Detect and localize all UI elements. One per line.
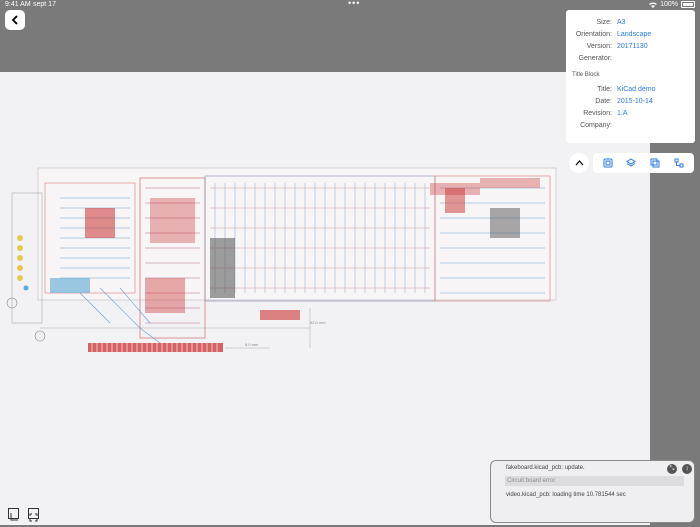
date-label: Date: (595, 98, 612, 105)
status-bar: 9:41 AM sept 17 ••• 100% (5, 0, 695, 11)
title-block-heading: Title Block (572, 72, 600, 78)
layers-button[interactable] (621, 153, 641, 173)
wifi-icon (649, 2, 658, 8)
version-value[interactable]: 20171130 (617, 43, 648, 50)
select-area-button[interactable] (8, 508, 19, 521)
console-scroll-button[interactable]: ↕ (682, 464, 692, 474)
copy-icon (650, 158, 660, 168)
dimension-label: 92.0 mm (310, 320, 326, 325)
fullscreen-icon (29, 513, 38, 522)
back-button[interactable] (5, 10, 25, 30)
fit-view-button[interactable] (28, 508, 39, 522)
multitask-dots-icon[interactable]: ••• (348, 0, 361, 8)
dimension-lines (40, 308, 311, 349)
battery-percent: 100% (660, 1, 678, 8)
version-label: Version: (586, 43, 612, 50)
console-line: fakeboard.kicad_pcb: update. (506, 465, 585, 471)
console-line: video.kicad_pcb: loading time 10.781544 … (506, 492, 626, 498)
board-view-button[interactable] (598, 153, 618, 173)
status-date: sept 17 (33, 1, 56, 8)
orientation-value[interactable]: Landscape (617, 31, 652, 38)
hierarchy-icon (674, 158, 684, 168)
chevron-up-icon (575, 160, 583, 166)
status-time: 9:41 AM (5, 1, 31, 8)
title-label: Title: (597, 86, 612, 93)
resize-icon: ⤡ (669, 465, 675, 472)
size-label: Size: (596, 19, 612, 26)
battery-icon (681, 1, 695, 8)
title-value[interactable]: KiCad demo (617, 86, 656, 93)
right-margin (650, 72, 700, 525)
pcb-components (50, 178, 540, 320)
view-options-group (593, 153, 694, 173)
date-value[interactable]: 2015-10-14 (617, 98, 653, 105)
orientation-label: Orientation: (575, 31, 612, 38)
board-icon (603, 158, 613, 168)
console-panel: fakeboard.kicad_pcb: update. Circuit boa… (490, 460, 695, 523)
revision-value[interactable]: 1.A (617, 110, 628, 117)
left-pins (6, 235, 46, 342)
scroll-icon: ↕ (685, 466, 689, 472)
revision-label: Revision: (583, 110, 612, 117)
company-label: Company: (580, 122, 612, 129)
crop-icon (10, 513, 18, 521)
net-tree-button[interactable] (669, 153, 689, 173)
left-connector (11, 192, 43, 324)
chevron-left-icon (11, 15, 18, 25)
pcb-board-view[interactable]: 92.0 mm 8.0 mm (0, 88, 560, 358)
dimension-label: 8.0 mm (245, 342, 259, 347)
generator-label: Generator: (578, 55, 612, 62)
board-info-panel: Size: A3 Orientation: Landscape Version: 20… (566, 10, 695, 143)
view-toolbar (569, 153, 694, 173)
collapse-panel-button[interactable] (569, 153, 589, 173)
console-resize-button[interactable]: ⤡ (667, 464, 677, 474)
size-value[interactable]: A3 (617, 19, 626, 26)
copy-view-button[interactable] (645, 153, 665, 173)
bottom-connector (88, 343, 223, 352)
layers-icon (626, 158, 636, 167)
console-error-field[interactable]: Circuit board error (505, 476, 684, 486)
